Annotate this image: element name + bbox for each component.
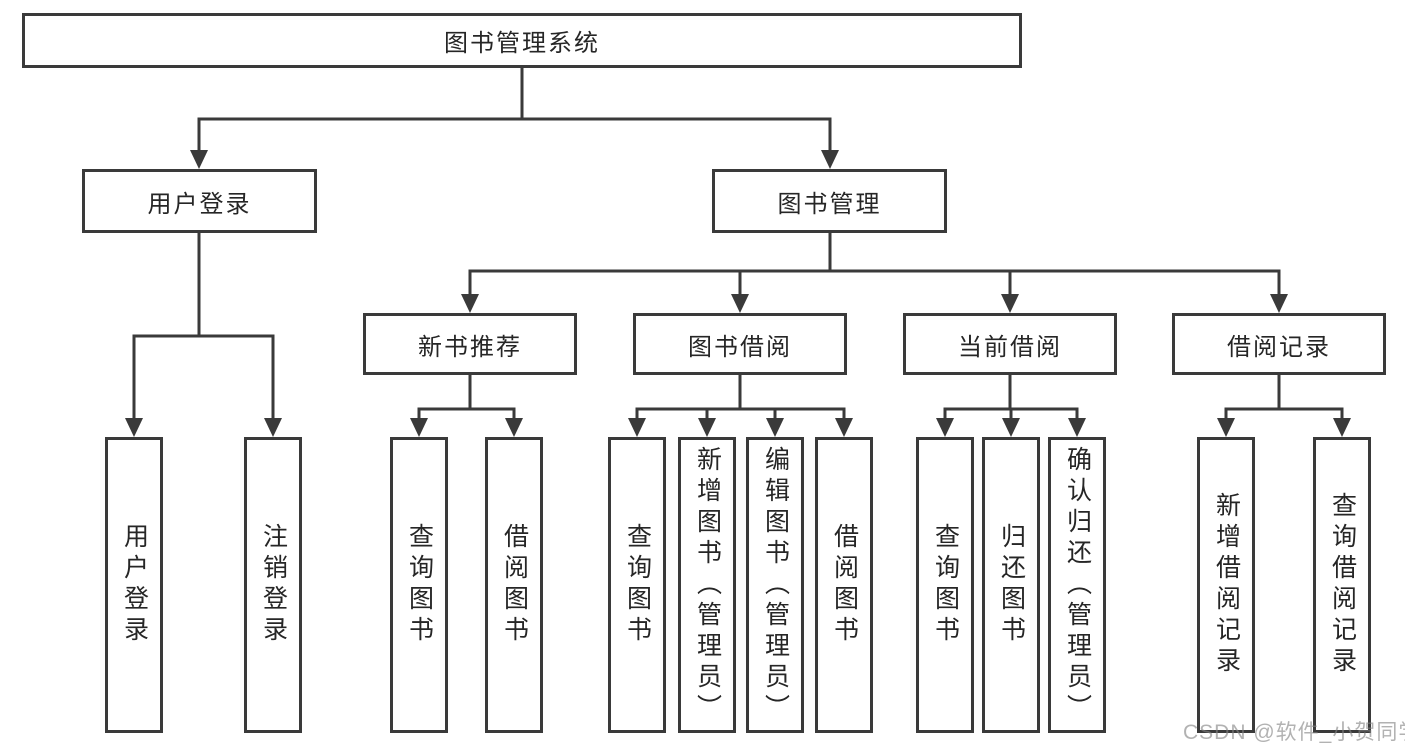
arrowhead — [731, 294, 749, 313]
node-leaf-query-books-newbook: 查询图书 — [390, 437, 448, 733]
connector-new-book-children — [417, 374, 516, 425]
arrowhead — [835, 418, 853, 437]
node-new-book-recommendation: 新书推荐 — [363, 313, 577, 375]
arrowhead — [264, 418, 282, 437]
arrowhead — [1068, 418, 1086, 437]
arrowhead — [628, 418, 646, 437]
node-root-system: 图书管理系统 — [22, 13, 1022, 68]
arrowhead — [766, 418, 784, 437]
connector-current-children — [943, 374, 1079, 425]
connector-root-to-level2 — [197, 68, 832, 157]
node-leaf-return-books: 归还图书 — [982, 437, 1040, 733]
arrowhead — [821, 150, 839, 169]
csdn-watermark: CSDN @软件_小贺同学 — [1183, 721, 1405, 744]
connector-borrowing-children — [635, 374, 846, 425]
arrowhead — [461, 294, 479, 313]
node-current-borrowing: 当前借阅 — [903, 313, 1117, 375]
arrowhead — [505, 418, 523, 437]
node-leaf-add-borrow-record: 新增借阅记录 — [1197, 437, 1255, 733]
node-book-management: 图书管理 — [712, 169, 947, 233]
arrowhead — [190, 150, 208, 169]
node-book-borrowing: 图书借阅 — [633, 313, 847, 375]
node-leaf-user-login: 用户登录 — [105, 437, 163, 733]
node-leaf-edit-books-admin: 编辑图书（管理员） — [746, 437, 804, 733]
arrowhead — [1002, 418, 1020, 437]
arrowhead — [1217, 418, 1235, 437]
connector-book-mgmt-children — [468, 233, 1281, 301]
arrowhead — [1333, 418, 1351, 437]
arrowhead — [410, 418, 428, 437]
arrowhead — [936, 418, 954, 437]
node-leaf-borrow-books-newbook: 借阅图书 — [485, 437, 543, 733]
node-leaf-confirm-return-admin: 确认归还（管理员） — [1048, 437, 1106, 733]
node-leaf-query-borrow-record: 查询借阅记录 — [1313, 437, 1371, 733]
connector-user-login-children — [132, 233, 275, 425]
arrowhead — [1001, 294, 1019, 313]
arrowhead — [698, 418, 716, 437]
node-user-login: 用户登录 — [82, 169, 317, 233]
arrowhead — [125, 418, 143, 437]
node-leaf-borrow-books-borrowing: 借阅图书 — [815, 437, 873, 733]
node-leaf-query-books-current: 查询图书 — [916, 437, 974, 733]
node-leaf-logout: 注销登录 — [244, 437, 302, 733]
node-leaf-query-books-borrowing: 查询图书 — [608, 437, 666, 733]
node-leaf-add-books-admin: 新增图书（管理员） — [678, 437, 736, 733]
connector-records-children — [1224, 374, 1344, 425]
node-borrowing-records: 借阅记录 — [1172, 313, 1386, 375]
arrowhead — [1270, 294, 1288, 313]
